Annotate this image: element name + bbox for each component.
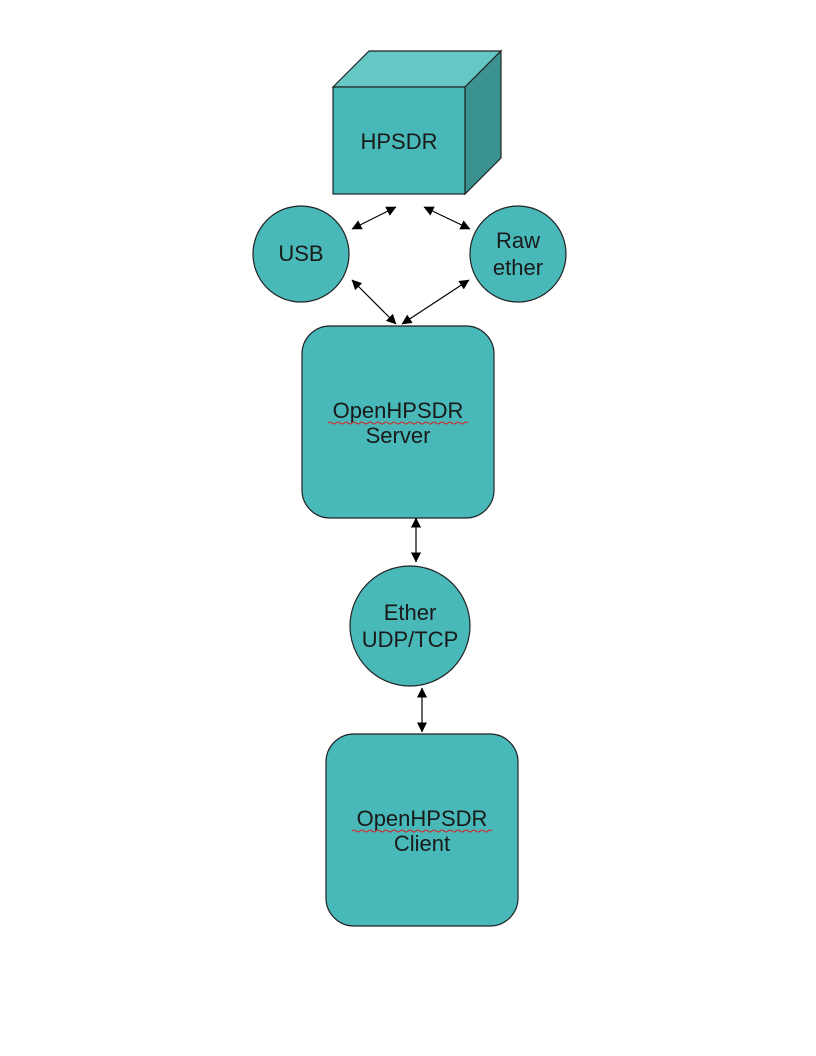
usb-server-arrow	[351, 279, 397, 325]
server-label-line2: Server	[366, 423, 431, 448]
client-spellcheck-underline	[351, 829, 493, 833]
server-box	[301, 325, 495, 519]
ether-udp-circle	[349, 565, 471, 687]
usb-label: USB	[278, 241, 323, 266]
ether-udp-label-line1: Ether	[384, 600, 437, 625]
client-label-line1: OpenHPSDR	[357, 806, 488, 831]
hpsdr-cube-front	[332, 86, 466, 195]
raw-ether-label-line1: Raw	[496, 228, 540, 253]
hpsdr-label: HPSDR	[360, 129, 437, 154]
usb-hpsdr-arrow	[351, 206, 397, 230]
usb-circle	[252, 205, 350, 303]
connectors	[351, 206, 471, 733]
raw-ether-server-arrow	[401, 279, 470, 325]
server-label-line1: OpenHPSDR	[333, 398, 464, 423]
usb-node: USB	[252, 205, 350, 303]
raw-ether-circle	[469, 205, 567, 303]
raw-ether-node: Raw ether	[469, 205, 567, 303]
client-label-line2: Client	[394, 831, 450, 856]
client-box	[325, 733, 519, 927]
ether-udp-label-line2: UDP/TCP	[362, 627, 459, 652]
ether-udp-node: Ether UDP/TCP	[349, 565, 471, 687]
client-node: OpenHPSDR Client	[325, 733, 519, 927]
hpsdr-node: HPSDR	[331, 49, 503, 196]
raw-ether-label-line2: ether	[493, 255, 543, 280]
server-node: OpenHPSDR Server	[301, 325, 495, 519]
server-spellcheck-underline	[327, 421, 469, 425]
raw-ether-hpsdr-arrow	[423, 206, 471, 230]
